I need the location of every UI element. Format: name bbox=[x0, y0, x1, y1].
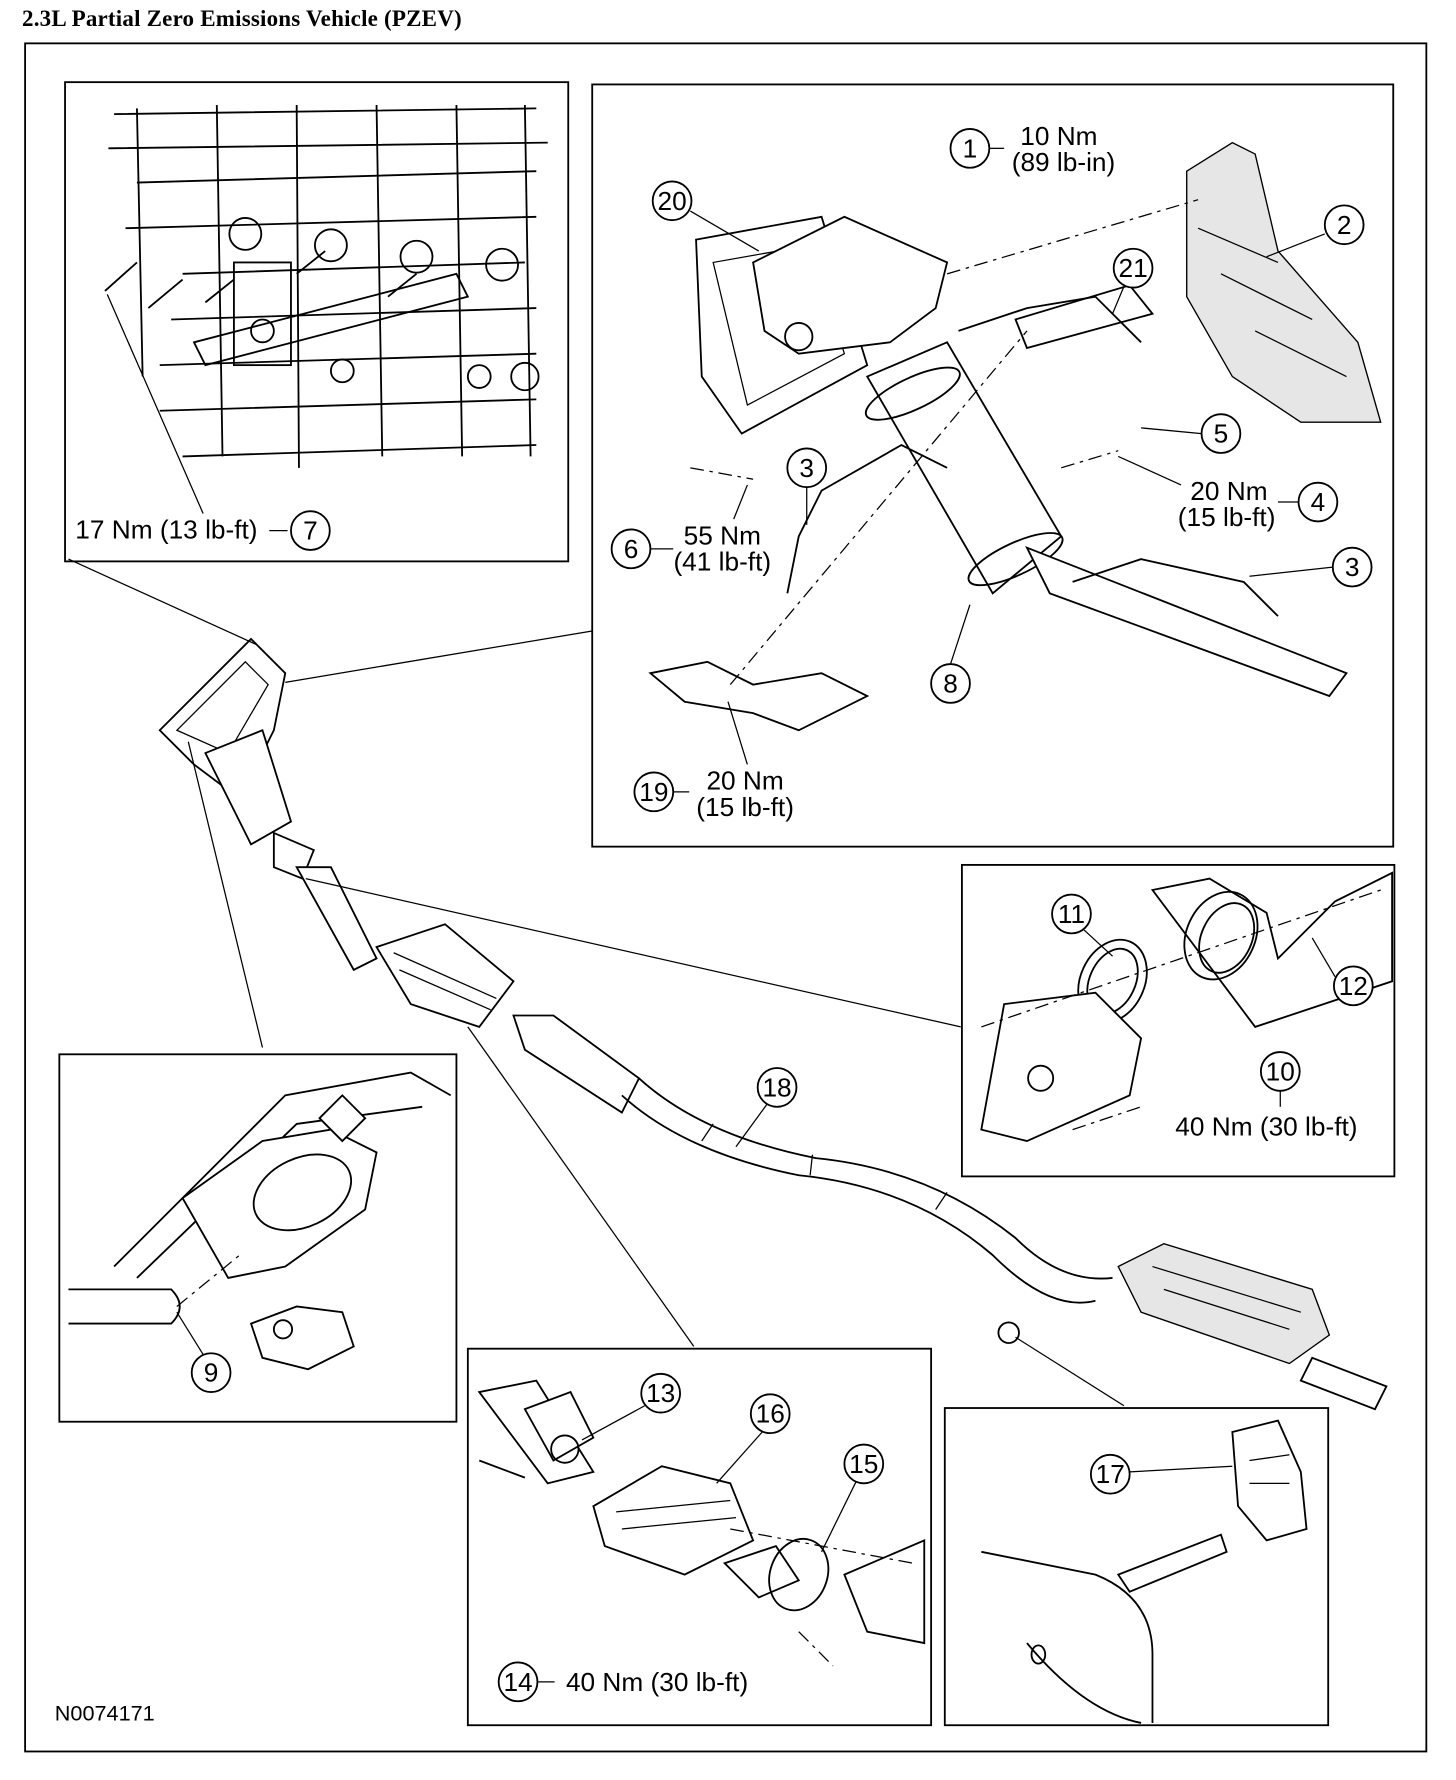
inset-engine-block: 17 Nm (13 lb-ft) 7 bbox=[64, 81, 570, 563]
callout-1-torque-nm: 10 Nm bbox=[1020, 121, 1097, 151]
callout-21-number: 21 bbox=[1118, 253, 1147, 283]
callout-7-number: 7 bbox=[303, 516, 318, 546]
callout-4-torque-nm: 20 Nm bbox=[1190, 476, 1267, 506]
callout-7-circle bbox=[290, 510, 331, 551]
callout-10-number: 10 bbox=[1266, 1056, 1295, 1086]
callout-7-torque: 17 Nm (13 lb-ft) bbox=[75, 515, 257, 545]
callout-6-torque-nm: 55 Nm bbox=[684, 520, 761, 550]
callout-10-torque: 40 Nm (30 lb-ft) bbox=[1175, 1111, 1357, 1141]
callout-3-number-left: 3 bbox=[799, 453, 814, 483]
callout-14-number: 14 bbox=[503, 1667, 532, 1697]
callout-1-torque-imperial: (89 lb-in) bbox=[1012, 147, 1116, 177]
callout-1-number: 1 bbox=[963, 133, 978, 163]
callout-15-number: 15 bbox=[849, 1449, 878, 1479]
diagram-title: 2.3L Partial Zero Emissions Vehicle (PZE… bbox=[22, 6, 462, 31]
callout-17-number: 17 bbox=[1096, 1459, 1125, 1489]
callout-19-torque-nm: 20 Nm bbox=[706, 766, 783, 796]
callout-20-number: 20 bbox=[657, 186, 686, 216]
callout-6-torque-imperial: (41 lb-ft) bbox=[673, 547, 771, 577]
callout-6-number: 6 bbox=[624, 534, 639, 564]
callout-9-number: 9 bbox=[204, 1358, 219, 1388]
callout-18-number: 18 bbox=[762, 1072, 791, 1102]
main-exhaust-assembly: 18 bbox=[68, 558, 1388, 1411]
inset-flange-gasket: 11 12 10 40 Nm (30 lb-ft) bbox=[961, 863, 1396, 1178]
inset-manifold-catalyst: 1 10 Nm (89 lb-in) 2 20 21 5 20 Nm (15 l… bbox=[591, 83, 1395, 848]
outer-frame bbox=[24, 42, 1428, 1753]
figure-code: N0074171 bbox=[55, 1701, 155, 1726]
callout-19-torque-imperial: (15 lb-ft) bbox=[696, 792, 794, 822]
callout-11-number: 11 bbox=[1058, 899, 1085, 929]
callout-8-number: 8 bbox=[943, 668, 958, 698]
callout-12-number: 12 bbox=[1339, 971, 1368, 1001]
callout-13-number: 13 bbox=[646, 1378, 675, 1408]
callout-4-number: 4 bbox=[1311, 487, 1326, 517]
callout-19-number: 19 bbox=[639, 777, 668, 807]
callout-16-number: 16 bbox=[756, 1399, 785, 1429]
callout-5-number: 5 bbox=[1214, 419, 1229, 449]
callout-3-number-right: 3 bbox=[1345, 552, 1360, 582]
inset-catalyst-clamp: 13 16 15 14 40 Nm (30 lb-ft) bbox=[466, 1347, 933, 1727]
inset-manifold-flange: 9 bbox=[58, 1053, 458, 1423]
callout-2-number: 2 bbox=[1337, 210, 1352, 240]
inset-rubber-insulator: 17 bbox=[943, 1407, 1330, 1727]
callout-14-torque: 40 Nm (30 lb-ft) bbox=[566, 1667, 748, 1697]
callout-4-torque-imperial: (15 lb-ft) bbox=[1178, 502, 1276, 532]
